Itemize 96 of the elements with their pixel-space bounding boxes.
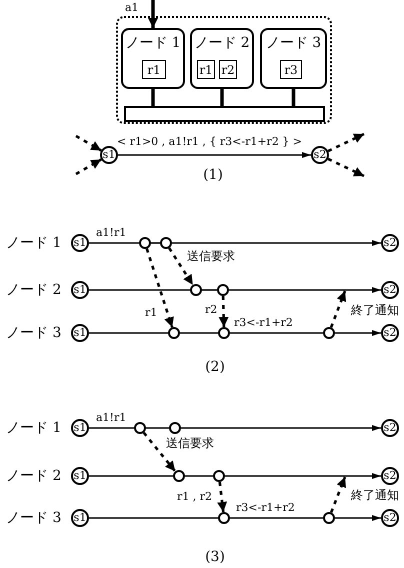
connector-line xyxy=(146,427,169,429)
state-circle xyxy=(218,512,230,524)
edge-label: r1 , r2 xyxy=(176,490,214,503)
connector-line xyxy=(202,289,217,291)
row-label: ノード 3 xyxy=(6,324,62,342)
arrow xyxy=(335,515,381,521)
register-box: r2 xyxy=(219,60,237,79)
edge-label: r1 xyxy=(144,306,158,319)
state-circle xyxy=(168,327,180,339)
connector-stem xyxy=(292,89,296,106)
node-title: ノード 2 xyxy=(193,35,251,52)
connector-line xyxy=(89,332,168,334)
arrow xyxy=(172,240,381,246)
state-circle xyxy=(160,237,172,249)
edge-label: a1!r1 xyxy=(95,226,128,239)
state-circle xyxy=(190,284,202,296)
edge-label: 終了通知 xyxy=(350,304,400,317)
dashed-arrow xyxy=(146,248,174,328)
state-circle xyxy=(134,422,146,434)
connector-line xyxy=(151,242,160,244)
arrow xyxy=(181,425,381,431)
state-circle: s2 xyxy=(381,281,399,299)
row-label: ノード 1 xyxy=(6,234,62,252)
state-circle: s1 xyxy=(71,234,89,252)
row-label: ノード 2 xyxy=(6,467,62,485)
dashed-arrow xyxy=(330,290,346,328)
connector-line xyxy=(185,475,213,477)
state-circle: s2 xyxy=(381,509,399,527)
node-box xyxy=(121,28,185,89)
node-title: ノード 1 xyxy=(124,35,182,52)
node-box xyxy=(190,28,254,89)
dashed-arrow xyxy=(328,158,365,178)
dashed-arrow xyxy=(330,476,346,513)
register-box: r3 xyxy=(280,60,302,79)
edge-label: r3<-r1+r2 xyxy=(235,501,296,514)
state-circle xyxy=(323,327,335,339)
edge-label: a1!r1 xyxy=(95,411,128,424)
dashed-arrow xyxy=(168,247,194,286)
node-title: ノード 3 xyxy=(264,35,322,52)
dashed-arrow xyxy=(218,296,229,328)
connector-line xyxy=(89,427,134,429)
edge-label: < r1>0 , a1!r1 , { r3<-r1+r2 } > xyxy=(116,135,304,148)
connector-line xyxy=(230,332,323,334)
state-circle: s1 xyxy=(71,467,89,485)
connector-line xyxy=(89,242,139,244)
connector-line xyxy=(230,517,323,519)
dashed-arrow xyxy=(142,432,176,472)
connector-stem xyxy=(151,89,155,106)
state-circle: s1 xyxy=(71,324,89,342)
state-circle xyxy=(173,470,185,482)
state-circle xyxy=(169,422,181,434)
state-circle xyxy=(217,284,229,296)
state-circle: s1 xyxy=(100,146,118,164)
state-circle xyxy=(213,470,225,482)
register-box: r1 xyxy=(197,60,215,79)
state-circle: s2 xyxy=(381,467,399,485)
state-circle xyxy=(323,512,335,524)
dashed-arrow xyxy=(328,132,365,152)
state-circle xyxy=(218,327,230,339)
edge-label: 終了通知 xyxy=(350,489,400,502)
state-circle: s1 xyxy=(71,419,89,437)
thick-arrow xyxy=(148,0,158,28)
connector-line xyxy=(89,475,173,477)
arrow xyxy=(118,152,311,158)
row-label: ノード 1 xyxy=(6,419,62,437)
dashed-arrow xyxy=(75,134,102,152)
edge-label: 送信要求 xyxy=(186,250,236,263)
figure-number: (1) xyxy=(202,166,224,184)
arrow xyxy=(335,330,381,336)
edge-label: r3<-r1+r2 xyxy=(233,316,294,329)
figure-number: (3) xyxy=(204,548,226,566)
edge-label: r2 xyxy=(204,303,218,316)
state-circle: s1 xyxy=(71,281,89,299)
dashed-arrow xyxy=(75,158,102,176)
figure-number: (2) xyxy=(204,358,226,376)
state-circle: s2 xyxy=(381,324,399,342)
state-circle: s2 xyxy=(311,146,329,164)
arrow xyxy=(225,473,381,479)
dashed-arrow xyxy=(217,482,228,512)
connector-line xyxy=(180,332,218,334)
edge-label: a1 xyxy=(124,1,140,14)
register-box: r1 xyxy=(142,60,166,79)
node-box xyxy=(260,28,327,89)
connector-line xyxy=(89,289,190,291)
state-circle: s2 xyxy=(381,234,399,252)
arrow xyxy=(229,287,381,293)
state-circle: s1 xyxy=(71,509,89,527)
row-label: ノード 3 xyxy=(6,509,62,527)
connector-line xyxy=(89,517,218,519)
connector-stem xyxy=(220,89,224,106)
state-circle xyxy=(139,237,151,249)
edge-label: 送信要求 xyxy=(165,437,215,450)
dotted-group-box xyxy=(116,16,332,124)
bus-bar xyxy=(124,106,325,122)
row-label: ノード 2 xyxy=(6,281,62,299)
state-circle: s2 xyxy=(381,419,399,437)
